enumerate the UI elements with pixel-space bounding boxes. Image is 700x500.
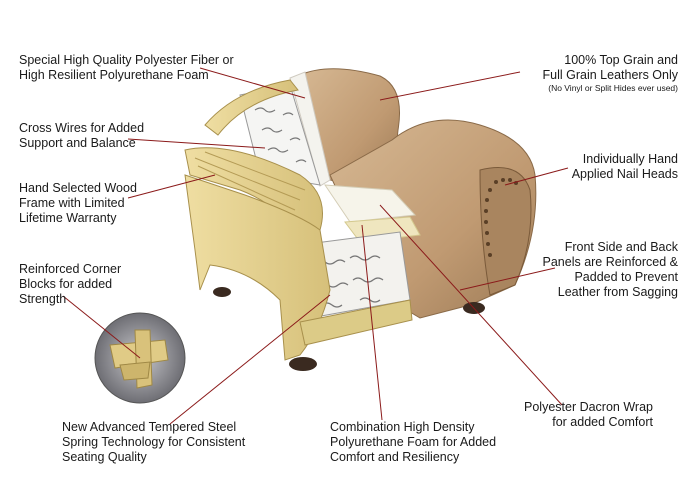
wood-grain-lines — [194, 151, 306, 211]
callout-leather: 100% Top Grain and Full Grain Leathers O… — [542, 53, 678, 93]
leader-lines — [62, 67, 569, 425]
callout-dacron-wrap: Polyester Dacron Wrap for added Comfort — [524, 400, 653, 429]
leather-arm-roll — [479, 167, 532, 296]
callout-wood-frame: Hand Selected Wood Frame with Limited Li… — [19, 181, 137, 225]
callout-panels: Front Side and Back Panels are Reinforce… — [542, 240, 679, 299]
callout-corner-blocks: Reinforced Corner Blocks for added Stren… — [19, 262, 122, 306]
back-coil-springs — [254, 107, 307, 163]
callout-density-foam: Combination High Density Polyurethane Fo… — [330, 420, 497, 464]
callout-cross-wires: Cross Wires for Added Support and Balanc… — [19, 121, 145, 150]
front-left-leg — [289, 357, 317, 371]
callout-steel-spring: New Advanced Tempered Steel Spring Techn… — [62, 420, 246, 464]
callout-nail-heads: Individually Hand Applied Nail Heads — [571, 152, 678, 181]
foam-seat-layer — [324, 184, 417, 223]
wood-front-rail — [299, 299, 413, 346]
back-leg — [213, 287, 231, 297]
dacron-wrap-layer — [344, 216, 421, 243]
callout-fiber-foam: Special High Quality Polyester Fiber or … — [19, 53, 234, 82]
leather-note: (No Vinyl or Split Hides ever used) — [548, 83, 678, 93]
wood-back-frame — [204, 79, 299, 136]
